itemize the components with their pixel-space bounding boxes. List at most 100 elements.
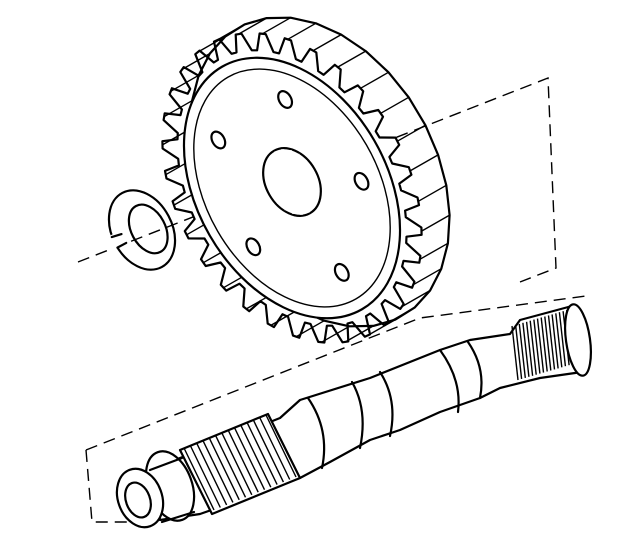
shaft-collar-spline-line bbox=[265, 414, 297, 478]
gear-tooth-rib bbox=[386, 306, 415, 325]
gear-spline-tooth bbox=[303, 160, 307, 166]
shaft-end-spline-line bbox=[558, 312, 567, 367]
gear-spline-tooth bbox=[315, 186, 319, 193]
gear-spline-tooth bbox=[266, 163, 270, 169]
shaft-collar-spline-line bbox=[195, 442, 228, 506]
shaft-collar-spline-line bbox=[183, 447, 215, 511]
gear-spline-tooth bbox=[292, 207, 296, 214]
shaft-collar-spline-line bbox=[189, 445, 221, 508]
gear-bolt-hole bbox=[245, 237, 262, 257]
shaft-end-spline-line bbox=[547, 315, 556, 370]
shaft-end-spline-line bbox=[518, 323, 526, 378]
shaft-right-end-face bbox=[564, 303, 592, 377]
shaft-end-spline-line bbox=[522, 322, 530, 377]
gear-tooth-rib bbox=[421, 214, 450, 232]
shaft-collar-spline-line bbox=[252, 419, 285, 483]
gear-tooth-rib bbox=[197, 35, 226, 54]
gear-tooth-rib bbox=[409, 154, 439, 172]
gear-tooth-rib bbox=[337, 50, 367, 68]
gear-spline-tooth bbox=[271, 190, 275, 196]
shaft-end-spline-line bbox=[514, 324, 523, 379]
gear-spline-bore bbox=[262, 147, 322, 217]
gear-spline-tooth bbox=[265, 171, 269, 178]
shaft-end-spline-line bbox=[540, 317, 548, 372]
gear-center-spline bbox=[262, 147, 322, 217]
gear-bolt-hole bbox=[277, 90, 294, 109]
snap-ring-outer bbox=[107, 189, 177, 271]
gear-tooth-rib bbox=[295, 320, 325, 338]
shaft-end-spline-line bbox=[555, 313, 563, 368]
gear-tooth-rib bbox=[412, 268, 442, 286]
shaft-end-spline-line bbox=[544, 316, 552, 371]
gear-spline-tooth bbox=[269, 156, 273, 162]
gear-spline-tooth bbox=[267, 180, 271, 187]
gear-tooth-rib bbox=[287, 22, 317, 40]
shaft-groove-2 bbox=[378, 370, 394, 438]
shaft-groove-5 bbox=[306, 396, 326, 470]
gear-spline-tooth bbox=[288, 150, 292, 157]
shaft-end-spline-line bbox=[511, 325, 519, 381]
gear-bolt-hole bbox=[210, 130, 227, 150]
snap-ring bbox=[103, 189, 177, 271]
shaft-end-spline-line bbox=[525, 321, 534, 376]
shaft bbox=[115, 303, 592, 529]
gear-spline-tooth bbox=[281, 149, 285, 156]
snap-ring-gap bbox=[110, 232, 128, 249]
shaft-left-end-face bbox=[115, 467, 165, 529]
gear-spline-tooth bbox=[309, 168, 313, 174]
gear-spline-tooth bbox=[311, 202, 315, 208]
shaft-groove-4 bbox=[466, 340, 483, 400]
shaft-left-end-bore bbox=[124, 481, 152, 519]
shaft-end-spline-line bbox=[529, 320, 537, 375]
shaft-end-spline-line bbox=[536, 318, 545, 373]
gear-tooth-rib bbox=[401, 289, 431, 308]
gear-tooth-rib bbox=[367, 318, 396, 337]
gear-tooth-rib bbox=[380, 96, 410, 114]
shaft-groove-3 bbox=[438, 348, 460, 414]
lower-dashed-frame-top bbox=[85, 295, 587, 451]
gear-tooth-rib bbox=[216, 23, 245, 42]
lower-dashed-frame bbox=[85, 449, 140, 523]
shaft-collar-spline-line bbox=[221, 432, 253, 496]
shaft-end-spline-line bbox=[533, 319, 541, 374]
gear-spline-tooth bbox=[284, 204, 288, 211]
gear-tooth-rib bbox=[170, 74, 200, 92]
gear-tooth-rib bbox=[321, 325, 350, 343]
shaft-collar-spline-line bbox=[259, 417, 291, 480]
gear-spline-tooth bbox=[299, 208, 303, 215]
gear-spline-tooth bbox=[313, 177, 317, 184]
gear-tooth-rib bbox=[360, 71, 389, 89]
gear-spline-tooth bbox=[277, 198, 281, 204]
gear-spline-tooth bbox=[274, 151, 278, 158]
gear bbox=[161, 16, 451, 344]
gear-face bbox=[182, 56, 402, 320]
gear-tooth-rib bbox=[419, 242, 449, 260]
gear-tooth-rib bbox=[163, 100, 193, 118]
shaft-collar-spline-line bbox=[202, 440, 234, 503]
shaft-collar-spline-line bbox=[246, 422, 278, 485]
shaft-end-spline-line bbox=[551, 314, 559, 369]
shaft-collar-spline-line bbox=[233, 427, 266, 491]
gear-spline-tooth bbox=[314, 195, 318, 201]
gear-tooth-rib bbox=[262, 17, 291, 35]
gear-bolt-hole bbox=[333, 262, 350, 282]
gear-tooth-rib bbox=[397, 124, 426, 142]
shaft-collar-spline-line bbox=[227, 429, 259, 493]
shaft-collar-spline-line bbox=[214, 434, 247, 498]
gear-bolt-hole bbox=[353, 171, 370, 191]
gear-spline-tooth bbox=[306, 206, 310, 213]
gear-bolt-holes bbox=[210, 90, 370, 282]
gear-face-inner-ring bbox=[193, 68, 391, 308]
gear-tooth-rib bbox=[181, 52, 211, 71]
snap-ring-inner bbox=[127, 203, 169, 255]
shaft-center-spline bbox=[178, 412, 302, 516]
gear-tooth-rib bbox=[345, 325, 374, 343]
shaft-groove-1 bbox=[350, 380, 364, 450]
gear-tooth-rib bbox=[238, 17, 267, 35]
gear-tooth-rib bbox=[312, 33, 342, 52]
gear-spline-tooth bbox=[296, 153, 300, 160]
gear-tooth-rib bbox=[417, 184, 447, 202]
shaft-left-step bbox=[148, 456, 196, 524]
shaft-collar-spline-line bbox=[240, 424, 272, 488]
